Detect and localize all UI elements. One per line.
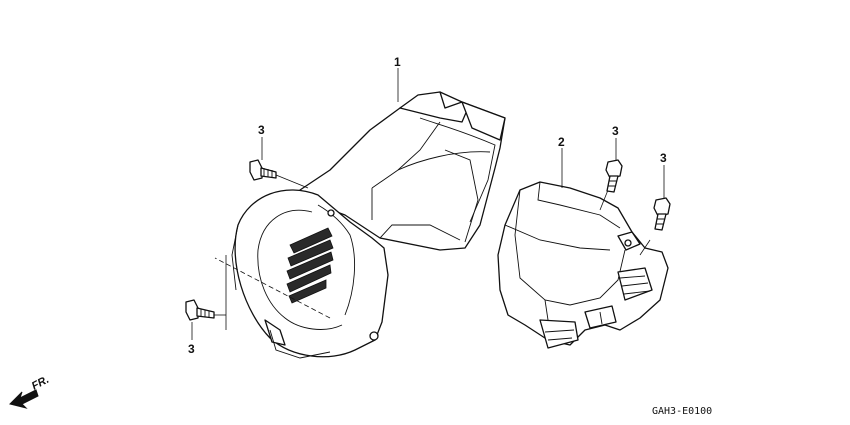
fan-shroud-part-1 [214,91,506,359]
bolt-lower-left [185,299,215,321]
callout-bolt-upper-left: 3 [258,123,265,137]
callout-bolt-lower-left: 3 [188,342,195,356]
bolt-upper-middle [605,159,623,193]
fan-louvres [286,227,334,304]
diagram-code: GAH3-E0100 [652,406,712,417]
bolt-upper-right [653,197,671,231]
bolt-upper-left [249,159,277,181]
front-arrow-icon: FR. [9,374,51,409]
callout-bolt-upper-right: 3 [660,151,667,165]
callout-bolt-upper-middle: 3 [612,124,619,138]
callout-part-1: 1 [394,55,401,69]
head-cover-part-2 [497,181,669,349]
callout-part-2: 2 [558,135,565,149]
direction-label: FR. [30,374,51,393]
